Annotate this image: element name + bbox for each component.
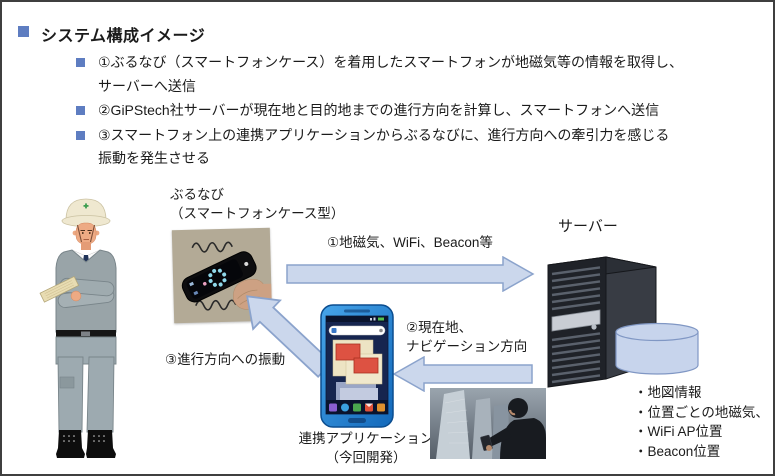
bullet-text-3: ③スマートフォン上の連携アプリケーションからぶるなびに、進行方向への牽引力を感じ…: [98, 124, 669, 171]
bullet-text-1: ①ぶるなび（スマートフォンケース）を着用したスマートフォンが地磁気等の情報を取得…: [98, 51, 683, 98]
server-label: サーバー: [558, 217, 618, 236]
burunavi-label: ぶるなび （スマートフォンケース型）: [170, 185, 344, 223]
server-data-item-wifi: ・WiFi AP位置: [634, 424, 723, 439]
page-title: システム構成イメージ: [41, 28, 206, 45]
list-item: ①ぶるなび（スマートフォンケース）を着用したスマートフォンが地磁気等の情報を取得…: [76, 51, 744, 98]
bullet-1-line-1: ①ぶるなび（スマートフォンケース）を着用したスマートフォンが地磁気等の情報を取得…: [98, 54, 684, 70]
worker-illustration: [39, 198, 117, 458]
burunavi-name: ぶるなび: [170, 187, 224, 202]
app-label: 連携アプリケーション （今回開発）: [293, 429, 439, 467]
burunavi-device-photo: [171, 227, 273, 324]
arrow-right-geomagnetic: [286, 256, 535, 292]
bullet-square-icon: [18, 26, 29, 37]
flow2-label: ②現在地、 ナビゲーション方向: [406, 318, 527, 356]
list-item: ③スマートフォン上の連携アプリケーションからぶるなびに、進行方向への牽引力を感じ…: [76, 124, 744, 171]
app-note-text: （今回開発）: [325, 450, 407, 465]
app-phone-graphic: [320, 304, 394, 428]
app-label-text: 連携アプリケーション: [298, 431, 434, 446]
server-data-item-beacon: ・Beacon位置: [634, 443, 721, 459]
bullet-2-line-1: ②GiPStech社サーバーが現在地と目的地までの進行方向を計算し、スマートフォ…: [98, 102, 660, 118]
arrow-left-navigation: [392, 356, 533, 392]
server-data-item-map: ・地図情報: [634, 385, 702, 400]
server-data-item-geomagnetic: ・位置ごとの地磁気、: [634, 404, 769, 420]
city-scene-graphic: [430, 388, 546, 459]
bullet-square-icon: [76, 106, 85, 115]
flow2-text-1: ②現在地、: [406, 320, 473, 335]
list-item: ②GiPStech社サーバーが現在地と目的地までの進行方向を計算し、スマートフォ…: [76, 99, 744, 123]
burunavi-type-note: （スマートフォンケース型）: [170, 206, 345, 221]
bullet-square-icon: [76, 130, 85, 140]
database-cylinder: [615, 322, 699, 375]
bullet-3-line-2: 振動を発生させる: [98, 150, 210, 166]
pedestrian-photo: [430, 388, 546, 459]
flow1-label: ①地磁気、WiFi、Beacon等: [285, 233, 535, 252]
flow3-text: ③進行方向への振動: [165, 352, 286, 367]
bullet-text-2: ②GiPStech社サーバーが現在地と目的地までの進行方向を計算し、スマートフォ…: [98, 99, 659, 123]
bullet-square-icon: [76, 58, 85, 67]
flow1-text: ①地磁気、WiFi、Beacon等: [327, 235, 493, 250]
title-row: システム構成イメージ: [18, 22, 205, 46]
bullet-1-line-2: サーバーへ送信: [98, 77, 196, 94]
server-data-list: ・地図情報 ・位置ごとの地磁気、 ・WiFi AP位置 ・Beacon位置: [634, 383, 769, 461]
flow2-text-2: ナビゲーション方向: [406, 339, 528, 354]
vibrating-device-graphic: [181, 241, 272, 311]
bullet-list: ①ぶるなび（スマートフォンケース）を着用したスマートフォンが地磁気等の情報を取得…: [76, 51, 744, 172]
bullet-3-line-1: ③スマートフォン上の連携アプリケーションからぶるなびに、進行方向への牽引力を感じ…: [98, 126, 670, 143]
flow3-label: ③進行方向への振動: [165, 350, 285, 369]
server-label-text: サーバー: [558, 218, 618, 235]
